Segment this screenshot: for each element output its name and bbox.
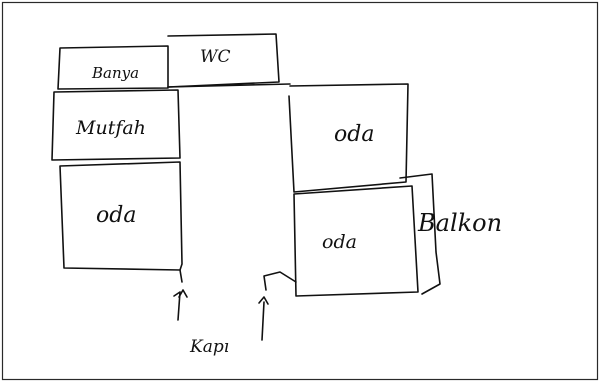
mutfak-room: [51, 89, 181, 161]
oda-right-top-label: oda: [334, 122, 374, 147]
oda-left-room: [59, 161, 183, 271]
balkon-outline: [399, 173, 441, 295]
wc-room: [167, 33, 280, 88]
oda-right-top-room: [288, 83, 409, 193]
banyo-room: [57, 45, 169, 90]
door-jamb-right: [261, 271, 297, 341]
oda-right-bottom-label: oda: [322, 231, 357, 253]
balkon-label: Balkon: [417, 209, 502, 237]
door-jamb-left: [173, 269, 183, 321]
door-label: Kapı: [189, 337, 229, 357]
corridor-wall: [167, 83, 291, 88]
oda-left-label: oda: [96, 203, 136, 228]
oda-right-bottom-room: [293, 185, 419, 297]
wc-label: WC: [200, 47, 230, 67]
mutfak-label: Mutfah: [75, 117, 146, 139]
banyo-label: Banya: [91, 64, 139, 82]
door-arrow-right: [258, 296, 269, 305]
door-arrow-left: [178, 289, 188, 298]
